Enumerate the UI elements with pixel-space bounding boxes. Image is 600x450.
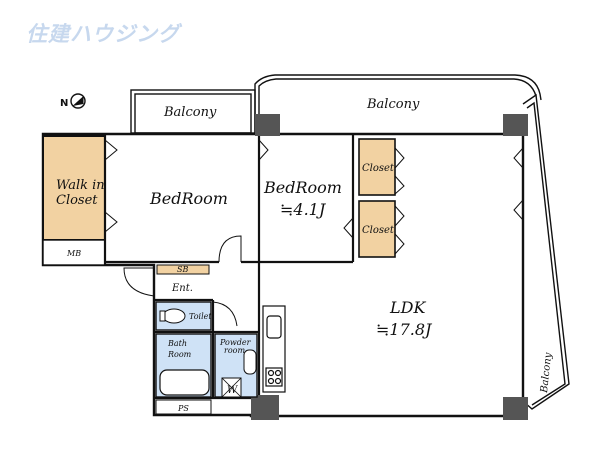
structural-columns: [251, 114, 528, 420]
powder-label-1: Powder: [219, 338, 252, 347]
bathtub-icon: [159, 369, 210, 396]
closet-lower-area: [358, 200, 396, 258]
compass-icon: N: [60, 93, 86, 109]
toilet-door-swing: [212, 301, 238, 327]
washer-label: W: [227, 385, 238, 396]
company-logo: 住建ハウジング: [26, 22, 180, 46]
bath-label-1: Bath: [167, 339, 187, 348]
walk-in-closet-label-2: Closet: [56, 193, 98, 208]
bath-label-2: Room: [167, 350, 192, 359]
washer-area: W: [221, 377, 242, 398]
closet-door-marks: [104, 139, 118, 233]
ldk-label: LDK: [389, 298, 426, 317]
closet-upper-area: [358, 138, 396, 196]
balcony-top-label: Balcony: [366, 97, 420, 112]
balcony-right-area: [522, 93, 570, 410]
ps-label: PS: [177, 404, 189, 413]
mb-label: MB: [66, 249, 81, 258]
bedroom-west-label: BedRoom: [149, 189, 228, 208]
bedroom-center-label: BedRoom: [263, 178, 342, 197]
closet-lower-label: Closet: [362, 225, 395, 236]
bedroom-center-size: ≒4.1J: [280, 200, 327, 219]
closet-center-door-marks: [258, 139, 405, 255]
ldk-size: ≒17.8J: [376, 320, 433, 339]
walk-in-closet-area: [42, 135, 106, 241]
wash-basin-icon: [243, 349, 257, 375]
entrance-door-swing: [123, 235, 242, 297]
interior-walls: [103, 134, 355, 416]
balcony-small-label: Balcony: [163, 105, 217, 120]
balcony-right-label: Balcony: [539, 352, 554, 394]
entrance-label: Ent.: [171, 283, 193, 294]
toilet-icon: [159, 308, 186, 324]
kitchen-counter: [262, 305, 286, 393]
ldk-window-marks: [513, 147, 524, 221]
balcony-top-area: [254, 74, 542, 134]
ps-area: [155, 399, 212, 415]
walk-in-closet-label-1: Walk in: [56, 178, 105, 193]
sb-label: SB: [177, 265, 188, 274]
compass-north-label: N: [60, 98, 68, 109]
powder-label-2: room: [224, 346, 245, 355]
toilet-label: Toilet: [189, 312, 212, 321]
shoe-box-area: [156, 264, 210, 275]
closet-upper-label: Closet: [362, 163, 395, 174]
